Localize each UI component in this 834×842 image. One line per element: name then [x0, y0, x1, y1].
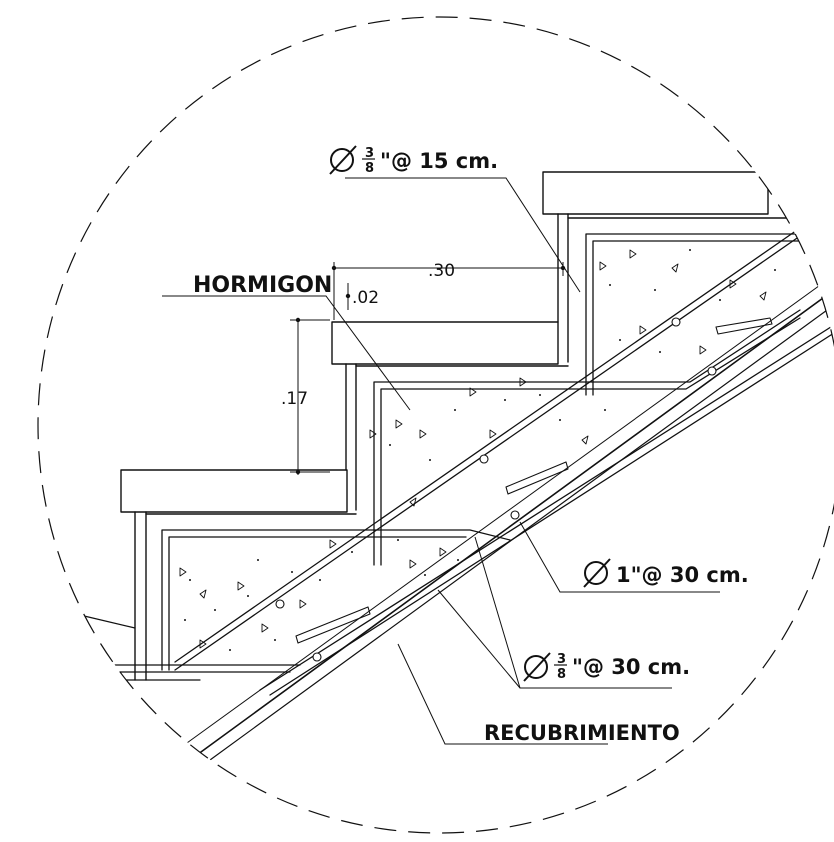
diameter-icon — [523, 652, 551, 682]
bottom-rebar-fraction-num: 3 — [557, 652, 566, 667]
top-rebar-spacing: "@ 15 cm. — [380, 149, 498, 173]
concrete-label: HORMIGON — [193, 273, 332, 298]
tread-finish-upper — [542, 171, 769, 215]
riser-dimension: .17 — [281, 389, 308, 409]
tread-finish-middle — [331, 321, 559, 365]
leader-lines — [162, 177, 720, 745]
concrete-section — [120, 171, 834, 761]
bottom-rebar-spacing: "@ 30 cm. — [572, 655, 690, 679]
rebar-cross-sections — [275, 317, 717, 662]
diameter-icon — [583, 558, 611, 588]
nosing-dimension: .02 — [352, 288, 379, 308]
cover-label: RECUBRIMIENTO — [484, 721, 680, 745]
top-rebar-label: 3 8 "@ 15 cm. — [329, 145, 498, 176]
concrete-aggregate-pattern — [179, 249, 767, 649]
bottom-rebar-fraction-den: 8 — [557, 667, 566, 682]
bottom-rebar-label: 3 8 "@ 30 cm. — [523, 652, 690, 682]
tread-finish-lower — [120, 469, 348, 513]
detail-boundary-circle — [37, 16, 834, 834]
main-rebar-label: 1"@ 30 cm. — [583, 558, 749, 588]
landing-slab — [79, 614, 301, 681]
rebar-main-diagonals — [174, 227, 834, 696]
distribution-bars — [295, 317, 773, 644]
dimension-ticks — [295, 265, 566, 475]
top-rebar-fraction-num: 3 — [365, 146, 374, 161]
tread-dimension: .30 — [428, 261, 455, 281]
main-rebar-spacing: 1"@ 30 cm. — [616, 563, 749, 587]
top-rebar-fraction-den: 8 — [365, 161, 374, 176]
diameter-icon — [329, 145, 357, 175]
rebar-stirrups — [161, 233, 801, 671]
concrete-stipple-dots — [184, 249, 776, 651]
